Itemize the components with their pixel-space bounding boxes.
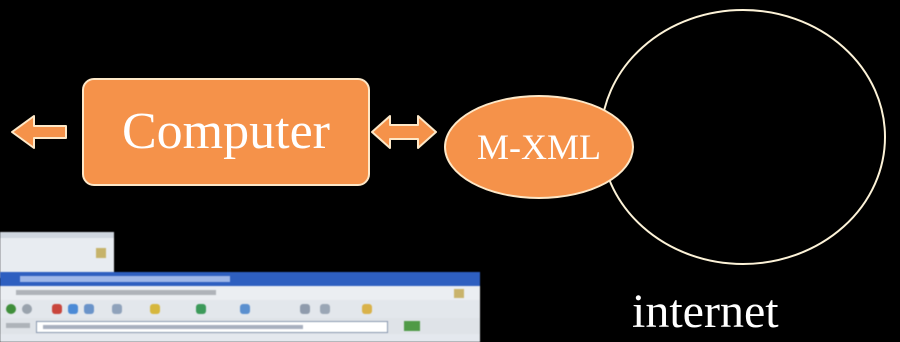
window-menubar (0, 286, 480, 300)
window-titlebar (0, 272, 480, 286)
address-field (36, 321, 388, 333)
media-icon (196, 304, 206, 314)
window-frame (0, 232, 114, 238)
address-label (6, 323, 30, 328)
folder-icon (362, 304, 372, 314)
forward-icon (22, 304, 32, 314)
address-bar (0, 318, 480, 334)
mxml-node: M-XML (444, 95, 634, 199)
mxml-label: M-XML (477, 127, 601, 167)
mail-icon (300, 304, 310, 314)
browser-window-thumbnail-back (0, 232, 114, 278)
history-icon (240, 304, 250, 314)
back-icon (6, 304, 16, 314)
search-icon (112, 304, 122, 314)
window-toolbar (0, 300, 480, 318)
throbber-icon (96, 248, 106, 258)
go-button (404, 321, 420, 331)
computer-label: Computer (122, 103, 330, 160)
stop-icon (52, 304, 62, 314)
computer-node: Computer (82, 78, 370, 186)
left-arrow-icon (11, 115, 67, 149)
throbber-icon (454, 289, 464, 298)
internet-label: internet (632, 285, 779, 338)
print-icon (320, 304, 330, 314)
home-icon (84, 304, 94, 314)
favorites-icon (150, 304, 160, 314)
refresh-icon (68, 304, 78, 314)
internet-ellipse (600, 9, 886, 265)
double-arrow-icon (371, 115, 437, 149)
browser-window-thumbnail (0, 272, 480, 342)
